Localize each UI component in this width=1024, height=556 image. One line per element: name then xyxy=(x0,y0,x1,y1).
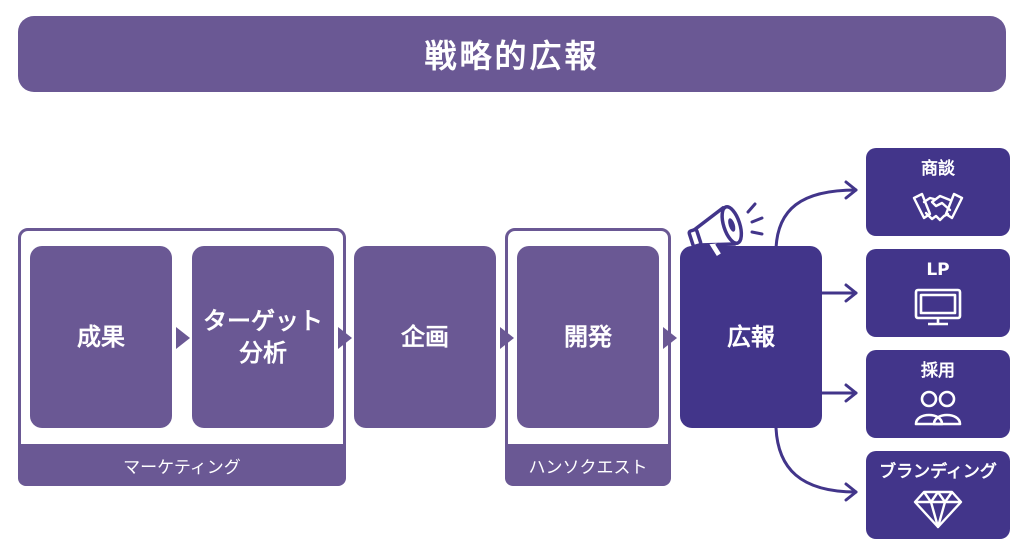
step-result: 成果 xyxy=(30,246,172,428)
output-lp-label: LP xyxy=(926,260,950,280)
chevron-right-icon xyxy=(338,327,352,349)
output-branding: ブランディング xyxy=(866,451,1010,539)
output-lp: LP xyxy=(866,249,1010,337)
title-bar: 戦略的広報 xyxy=(18,16,1006,92)
output-negotiation: 商談 xyxy=(866,148,1010,236)
marketing-group-label: マーケティング xyxy=(18,444,346,486)
output-recruit-label: 採用 xyxy=(921,361,955,381)
chevron-right-icon xyxy=(500,327,514,349)
chevron-right-icon xyxy=(663,327,677,349)
step-plan: 企画 xyxy=(354,246,496,428)
handshake-icon xyxy=(912,192,964,222)
output-negotiation-label: 商談 xyxy=(921,159,955,179)
hands-on-group-label: ハンソクエスト xyxy=(505,444,671,486)
megaphone-icon xyxy=(687,202,764,261)
output-recruit: 採用 xyxy=(866,350,1010,438)
chevron-right-icon xyxy=(176,327,190,349)
step-develop: 開発 xyxy=(517,246,659,428)
monitor-icon xyxy=(914,288,962,326)
page-title: 戦略的広報 xyxy=(424,37,600,75)
step-pr: 広報 xyxy=(680,246,822,428)
step-target-analysis: ターゲット 分析 xyxy=(192,246,334,428)
diamond-icon xyxy=(913,490,963,529)
people-icon xyxy=(914,390,962,426)
output-branding-label: ブランディング xyxy=(879,462,997,482)
